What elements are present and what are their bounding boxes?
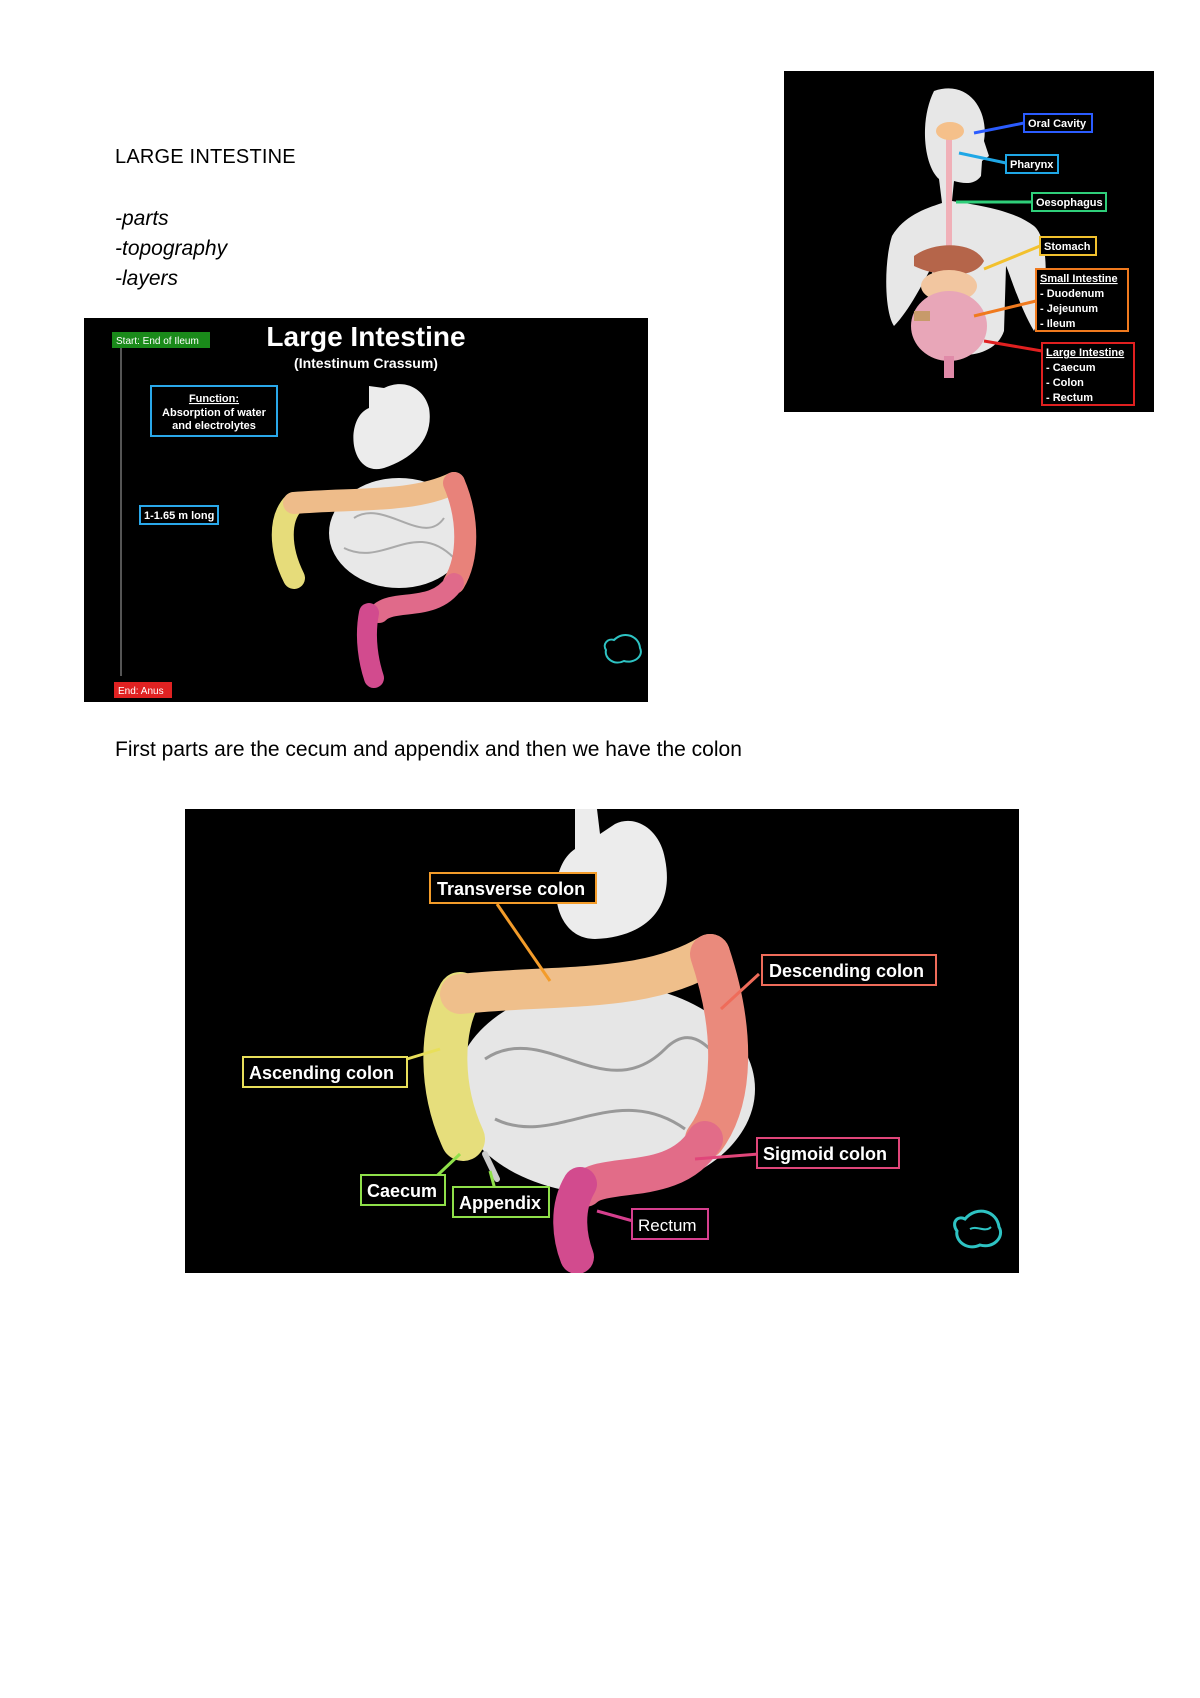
stomach-label: Stomach [1044,241,1091,253]
ascending-box [242,1056,408,1088]
topic-item: -topography [115,237,228,260]
small-intestine-box [1035,268,1129,332]
function-box [150,385,278,437]
rectum-shape [944,356,954,378]
function-heading: Function: [189,393,239,405]
ascending-colon-shape [271,492,305,589]
liver-shape [914,245,984,275]
large-intestine-box [1041,342,1135,406]
end-label: End: Anus [118,686,164,697]
caecum-box [360,1174,446,1206]
end-badge [114,682,172,698]
oral-cavity-label: Oral Cavity [1028,118,1087,130]
rectum-shape [553,1167,597,1273]
rectum-box [631,1208,709,1240]
large-intestine-label: Large Intestine [1046,347,1124,359]
topic-item: -layers [115,267,179,290]
intestine-shape [911,291,987,361]
brain-icon [603,633,642,664]
oesophagus-box [1031,192,1107,212]
rectum-arrow [596,1209,634,1223]
pharynx-arrow [958,151,1007,165]
digestive-system-figure: Oral Cavity Pharynx Oesophagus Stomach S… [784,71,1154,412]
caecum-label: Caecum [367,1181,437,1201]
start-label: Start: End of Ileum [116,336,199,347]
large-intestine-slide: Start: End of Ileum End: Anus Large Inte… [84,318,648,702]
ascending-arrow [406,1047,441,1061]
start-badge [112,332,210,348]
small-intestine-arrow [973,299,1037,318]
appendix-shape [482,1151,500,1182]
descending-label: Descending colon [769,961,924,981]
descending-box [761,954,937,986]
large-intestine-arrow [983,339,1043,353]
small-intestine-folds [343,512,455,559]
oesophagus-shape [946,136,952,281]
rectum-shape [356,603,384,688]
small-intestine-part: - Ileum [1040,318,1076,330]
descending-arrow [719,972,761,1011]
appendix-box [452,1186,550,1218]
small-intestine-part: - Duodenum [1040,288,1104,300]
length-box [139,505,219,525]
transverse-label: Transverse colon [437,879,585,899]
rectum-label: Rectum [638,1216,697,1235]
descending-colon-shape [443,472,477,594]
document-heading: LARGE INTESTINE [115,146,296,168]
transverse-colon-shape [440,934,730,1014]
slide-title: Large Intestine [266,321,465,352]
mouth-shape [936,122,964,140]
topic-list: -parts -topography -layers [115,204,227,294]
ascending-label: Ascending colon [249,1063,394,1083]
topic-item: -parts [115,207,169,230]
oral-cavity-arrow [973,121,1025,135]
transverse-colon-shape [283,472,465,514]
length-label: 1-1.65 m long [144,510,214,522]
function-line: and electrolytes [172,420,256,432]
body-sentence: First parts are the cecum and appendix a… [115,738,742,761]
sigmoid-box [756,1137,900,1169]
appendix-label: Appendix [459,1193,541,1213]
sigmoid-arrow [694,1152,760,1161]
function-line: Absorption of water [162,407,267,419]
large-intestine-part: - Caecum [1046,362,1096,374]
descending-colon-shape [685,934,749,1159]
brain-icon [953,1209,1002,1249]
sigmoid-label: Sigmoid colon [763,1144,887,1164]
sigmoid-colon-shape [369,573,464,623]
transverse-box [429,872,597,904]
small-intestine-part: - Jejeunum [1040,303,1098,315]
stomach-shape [353,384,430,470]
stomach-shape [556,809,667,939]
stomach-arrow [983,244,1041,271]
large-intestine-part: - Rectum [1046,392,1093,404]
human-silhouette-icon [886,88,1046,355]
oral-cavity-box [1023,113,1093,133]
caecum-shape [914,311,930,321]
pharynx-label: Pharynx [1010,159,1054,171]
oesophagus-label: Oesophagus [1036,197,1103,209]
large-intestine-part: - Colon [1046,377,1084,389]
stomach-box [1039,236,1097,256]
small-intestine-label: Small Intestine [1040,273,1118,285]
colon-labelled-figure: Transverse colon Descending colon Ascend… [185,809,1019,1273]
pharynx-box [1005,154,1059,174]
slide-subtitle: (Intestinum Crassum) [294,355,438,371]
ascending-colon-shape [423,972,485,1161]
transverse-arrow [495,903,552,982]
